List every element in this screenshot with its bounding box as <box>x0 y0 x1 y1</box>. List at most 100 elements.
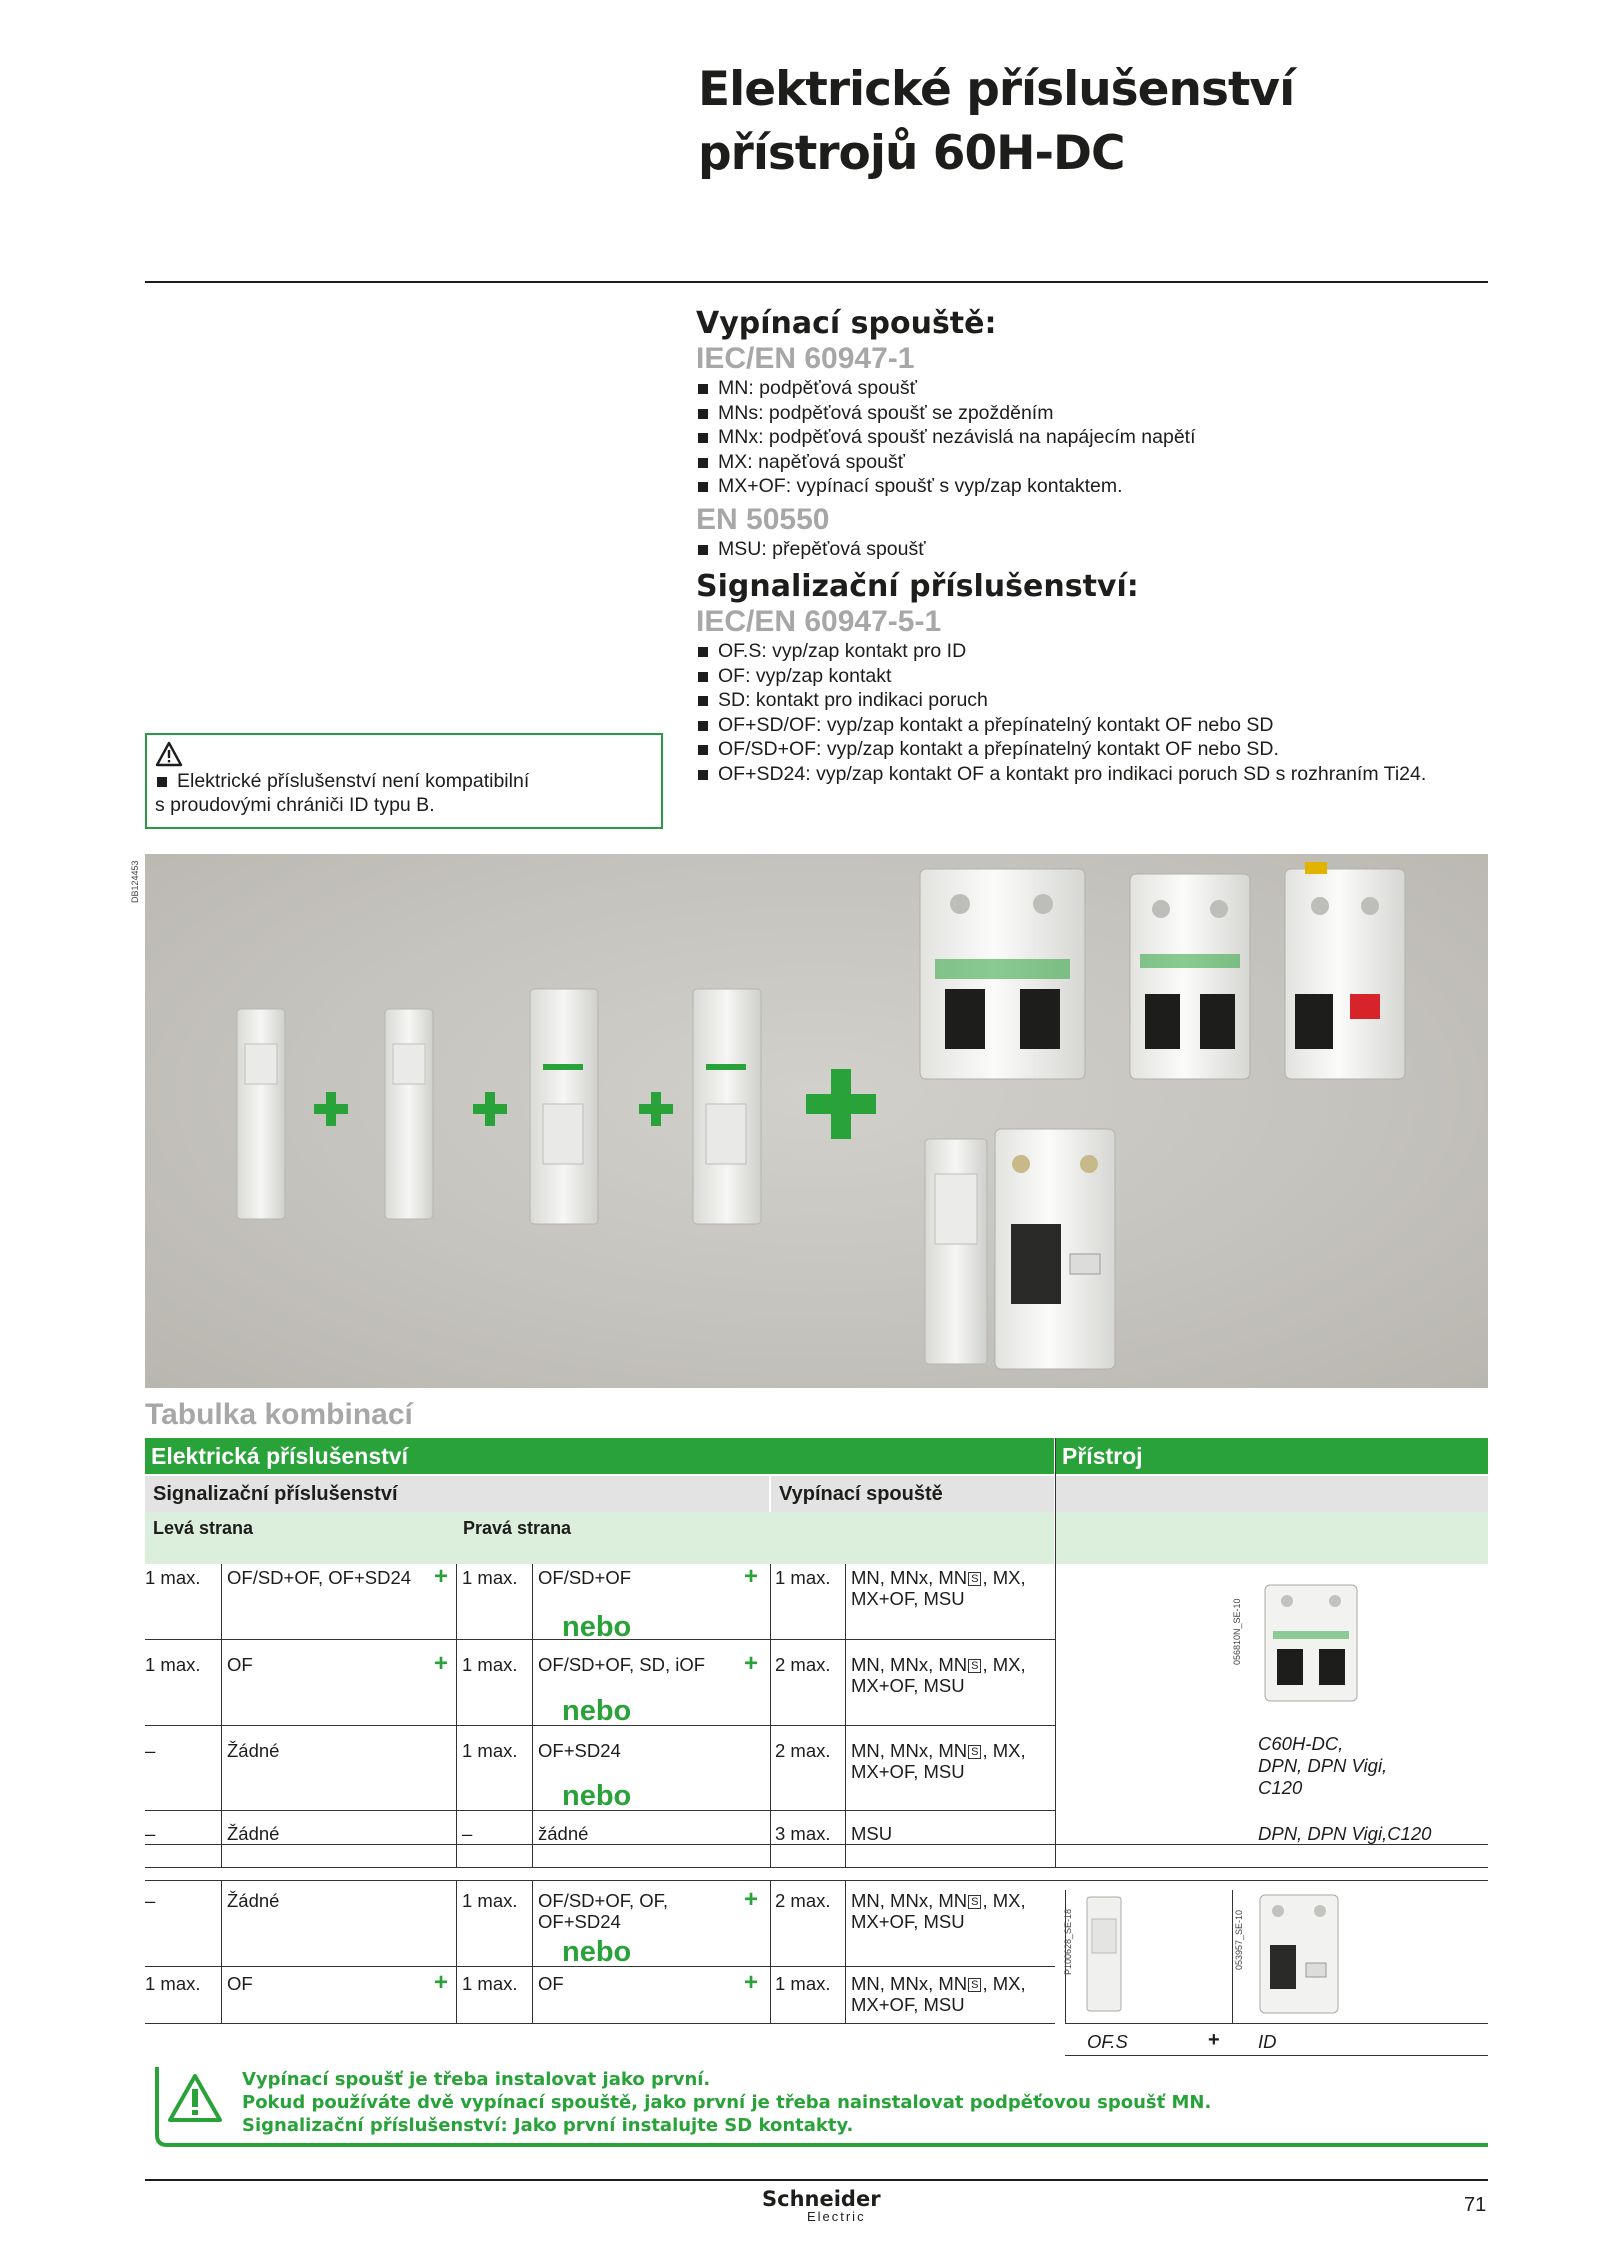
list-item: MSU: přepěťová spoušť <box>696 537 1486 562</box>
cell-right-type: OF/SD+OF, SD, iOF <box>538 1654 706 1675</box>
cell-trip-type: MSU <box>851 1823 893 1844</box>
or-label: nebo <box>562 1611 632 1643</box>
cell-right-type: OF+SD24 <box>538 1740 621 1761</box>
cell-left-type: Žádné <box>227 1740 280 1761</box>
breaker-dpn-vigi <box>1284 862 1406 1080</box>
brand-name: Schneider <box>762 2187 881 2211</box>
cell-left-type: Žádné <box>227 1823 280 1844</box>
cell-left-qty: – <box>145 1823 156 1844</box>
grid-line <box>532 1880 533 2024</box>
cell-trip-qty: 3 max. <box>775 1823 831 1844</box>
note-line3: Signalizační příslušenství: Jako první i… <box>242 2115 854 2136</box>
signal-standard: IEC/EN 60947-5-1 <box>696 605 942 638</box>
cell-right-type: OF <box>538 1973 564 1994</box>
or-label: nebo <box>562 1936 632 1968</box>
grid-line <box>1065 2055 1488 2056</box>
grid-line <box>145 1725 1055 1726</box>
s-box-icon: S <box>968 1572 982 1586</box>
list-item: OF: vyp/zap kontakt <box>696 664 1486 689</box>
grid-line <box>145 1810 1055 1811</box>
note-line1: Vypínací spoušť je třeba instalovat jako… <box>242 2069 711 2090</box>
grid-line <box>532 1564 533 1868</box>
installation-note: Vypínací spoušť je třeba instalovat jako… <box>242 2068 1211 2137</box>
header-device-fill <box>1056 1476 1488 1512</box>
device4-code: 053957_SE-10 <box>1234 1909 1244 1970</box>
cell-right-qty: 1 max. <box>462 1654 518 1675</box>
page-title-line1: Elektrické příslušenství <box>698 62 1295 117</box>
trip-units-list-2: MSU: přepěťová spoušť <box>696 537 1486 562</box>
cell-left-qty: – <box>145 1890 156 1911</box>
header-trip-fill <box>769 1512 1054 1564</box>
list-item: MX: napěťová spoušť <box>696 450 1486 475</box>
list-item: OF.S: vyp/zap kontakt pro ID <box>696 639 1486 664</box>
device1-label: C60H-DC, DPN, DPN Vigi, C120 <box>1258 1733 1388 1798</box>
cell-right-type: OF/SD+OF <box>538 1567 632 1588</box>
list-item: MX+OF: vypínací spoušť s vyp/zap kontakt… <box>696 474 1486 499</box>
s-box-icon: S <box>968 1978 982 1992</box>
device3-label: OF.S <box>1087 2031 1128 2052</box>
cell-left-type: OF <box>227 1973 253 1994</box>
product-photo <box>145 854 1488 1388</box>
grid-line <box>770 1564 771 1868</box>
grid-line <box>145 1880 1488 1881</box>
list-item: MNx: podpěťová spoušť nezávislá na napáj… <box>696 425 1486 450</box>
header-accessories: Elektrická příslušenství <box>145 1438 1054 1474</box>
grid-line <box>145 2023 1055 2024</box>
auxiliary-module-of <box>236 1008 286 1220</box>
cell-trip-qty: 1 max. <box>775 1973 831 1994</box>
s-box-icon: S <box>968 1659 982 1673</box>
device4-image <box>1258 1893 1340 2020</box>
header-right-side: Pravá strana <box>455 1512 769 1564</box>
or-label: nebo <box>562 1695 632 1727</box>
plus-icons <box>314 1069 876 1139</box>
table-row: 1 max. <box>145 1567 201 1588</box>
trip-units-section: Vypínací spouště: IEC/EN 60947-1 MN: pod… <box>696 306 1486 786</box>
breaker-c60h-dc <box>919 868 1086 1080</box>
grid-line <box>221 1880 222 2024</box>
cell-trip-qty: 2 max. <box>775 1890 831 1911</box>
page-number: 71 <box>1464 2194 1487 2216</box>
cell-left-type: OF/SD+OF, OF+SD24 <box>227 1567 412 1588</box>
plus-icon: + <box>1208 2029 1220 2051</box>
or-label: nebo <box>562 1780 632 1812</box>
grid-line <box>1065 1890 1066 2024</box>
trip-units-standard-1: IEC/EN 60947-1 <box>696 342 915 375</box>
cell-right-qty: 1 max. <box>462 1973 518 1994</box>
cell-right-type: žádné <box>538 1823 589 1844</box>
top-rule <box>145 281 1488 283</box>
cell-trip-qty: 2 max. <box>775 1654 831 1675</box>
cell-trip-qty: 2 max. <box>775 1740 831 1761</box>
cell-left-qty: 1 max. <box>145 1567 201 1588</box>
header-left-side: Levá strana <box>145 1512 455 1564</box>
schneider-logo: Schneider Electric <box>762 2188 881 2224</box>
page-title-line2: přístrojů 60H-DC <box>698 126 1126 181</box>
s-box-icon: S <box>968 1745 982 1759</box>
plus-icon: + <box>744 1969 759 1996</box>
warning-text-line1: Elektrické příslušenství není kompatibil… <box>155 769 653 793</box>
grid-line <box>1232 1890 1233 2024</box>
plus-icon: + <box>434 1650 449 1677</box>
device2-label: DPN, DPN Vigi,C120 <box>1258 1823 1432 1844</box>
header-signal: Signalizační příslušenství <box>145 1476 769 1512</box>
signal-list: OF.S: vyp/zap kontakt pro ID OF: vyp/zap… <box>696 639 1486 786</box>
grid-line <box>145 1966 1055 1967</box>
cell-right-qty: 1 max. <box>462 1567 518 1588</box>
cell-right-qty: 1 max. <box>462 1890 518 1911</box>
residual-current-device-id <box>994 1128 1116 1370</box>
plus-icon: + <box>744 1563 759 1590</box>
plus-icon: + <box>744 1886 759 1913</box>
device4-label: ID <box>1258 2031 1277 2052</box>
cell-left-type: Žádné <box>227 1890 280 1911</box>
s-box-icon: S <box>968 1895 982 1909</box>
grid-line <box>845 1880 846 2024</box>
header-trip: Vypínací spouště <box>771 1476 1054 1512</box>
cell-left-qty: 1 max. <box>145 1654 201 1675</box>
cell-trip-qty: 1 max. <box>775 1567 831 1588</box>
trip-units-list-1: MN: podpěťová spoušť MNs: podpěťová spou… <box>696 376 1486 499</box>
plus-icon: + <box>434 1563 449 1590</box>
grid-line <box>145 1844 1488 1845</box>
trip-unit-module-2 <box>692 988 762 1225</box>
